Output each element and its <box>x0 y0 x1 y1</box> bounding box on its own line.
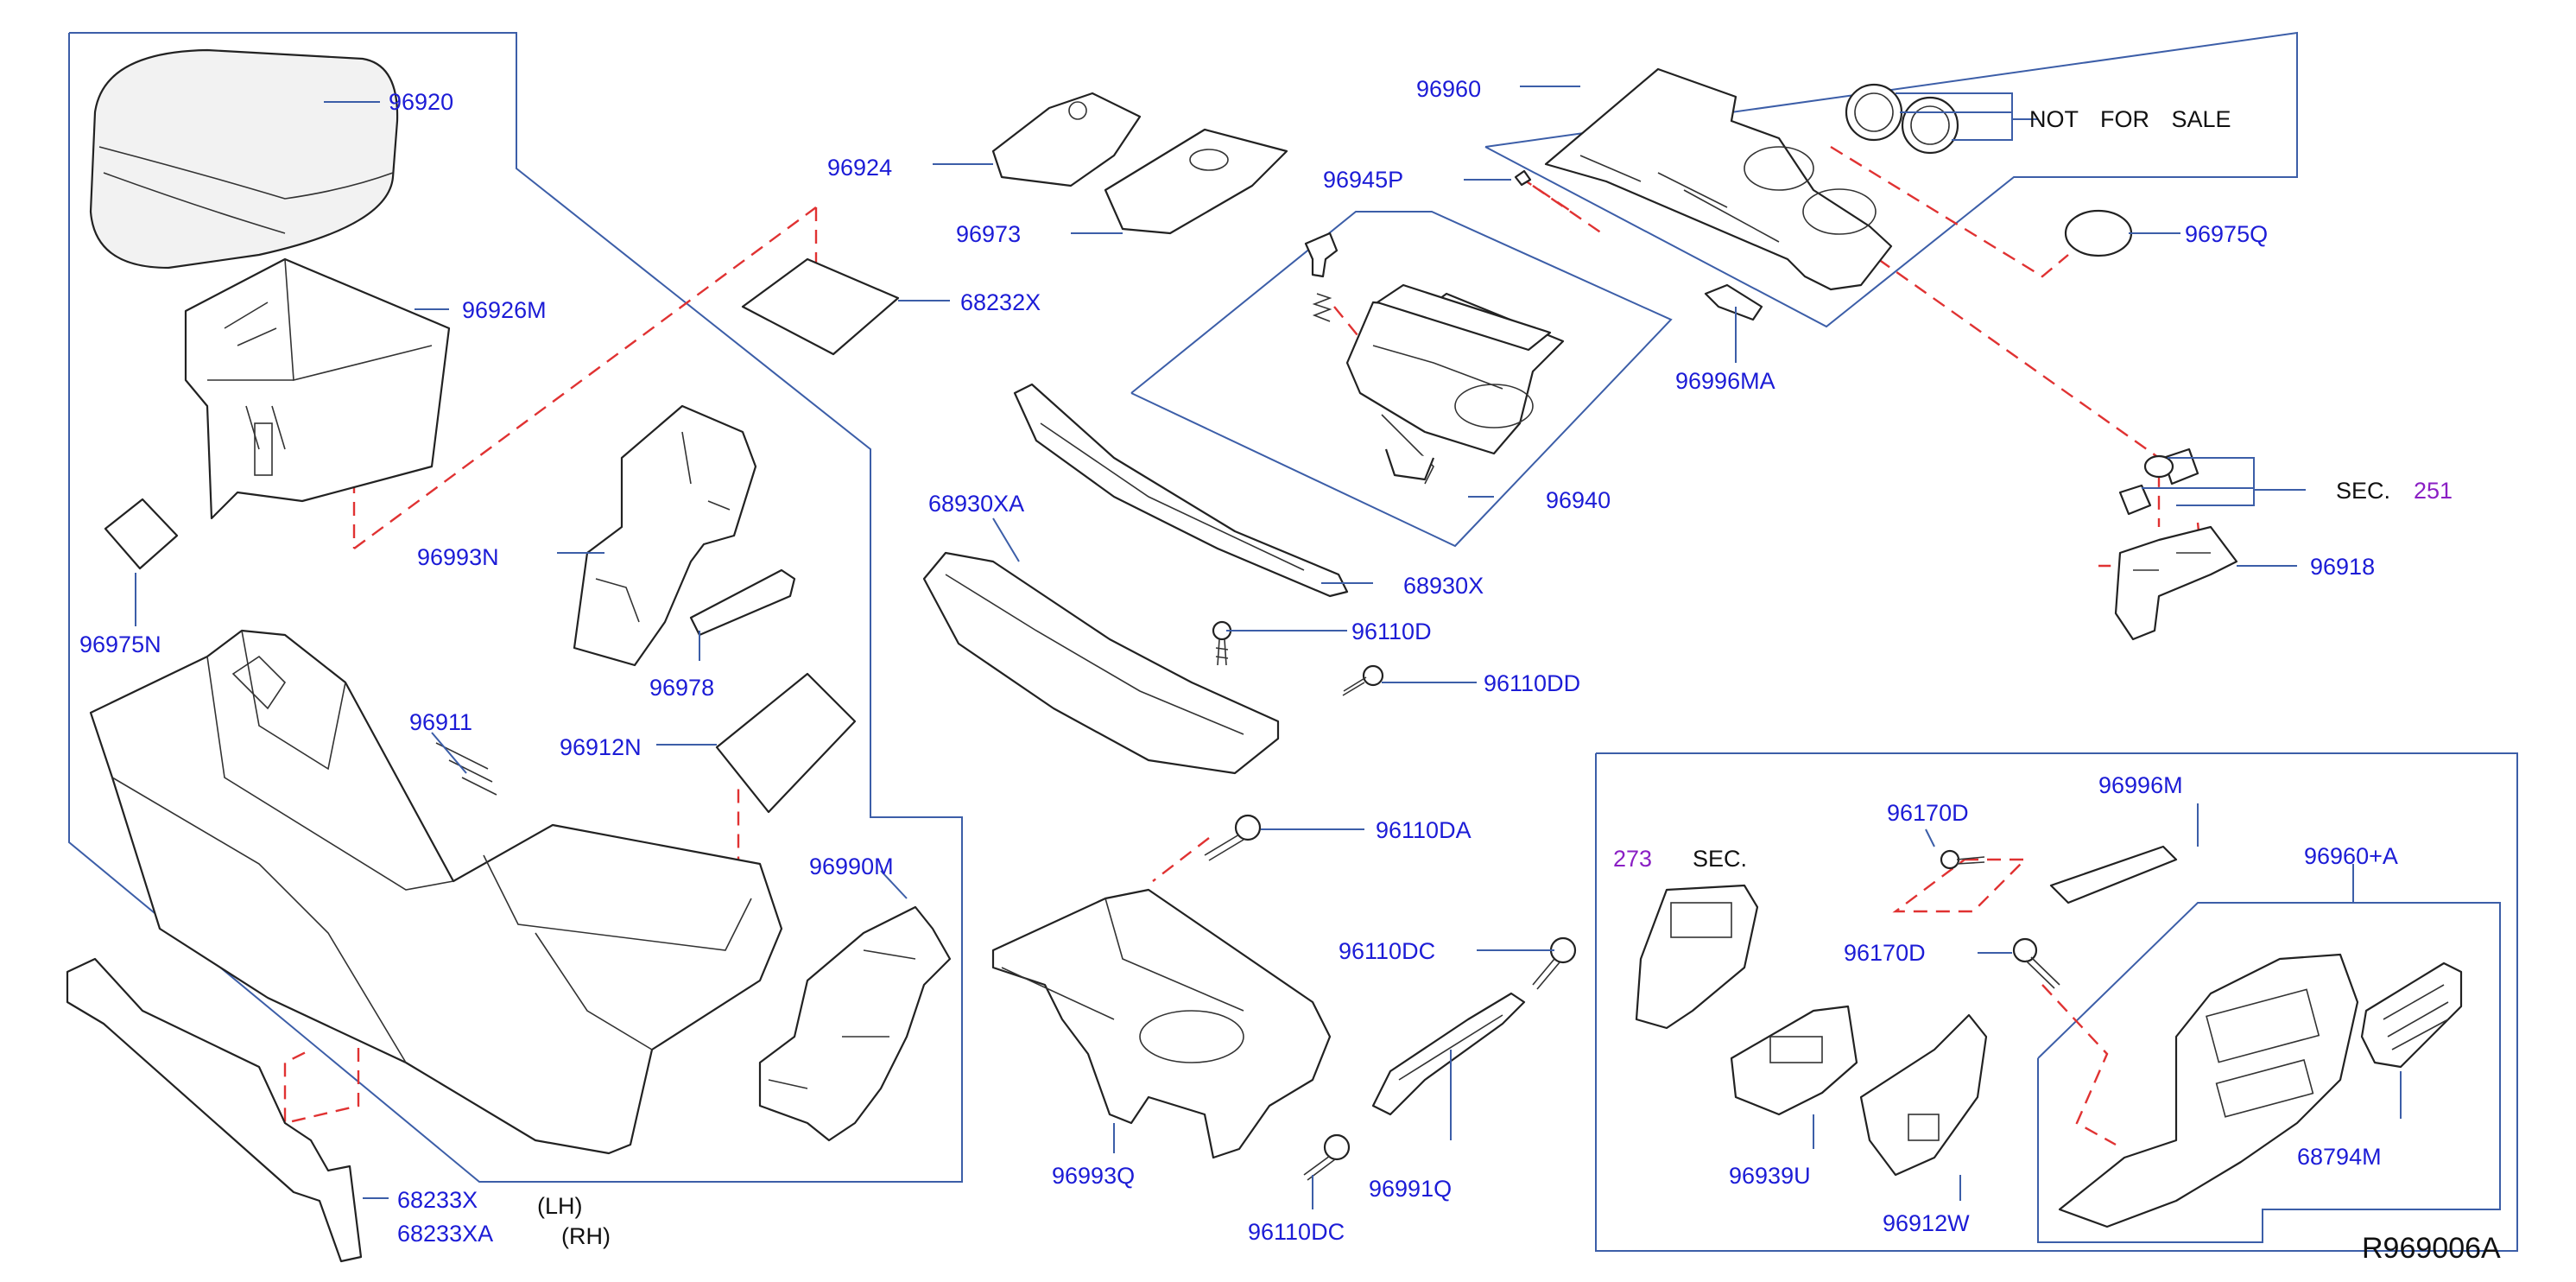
finisher-group-frame <box>1484 31 2298 328</box>
label-96975Q: 96975Q <box>2185 221 2268 247</box>
label-96110D: 96110D <box>1351 619 1432 644</box>
label-sec-251-number: 251 <box>2414 478 2453 504</box>
label-96924: 96924 <box>827 155 892 181</box>
screw-96110D <box>1212 620 1232 666</box>
bracket-96996MA <box>1704 283 1763 321</box>
label-96912N: 96912N <box>560 734 642 760</box>
label-96993N: 96993N <box>417 544 499 570</box>
cup-ring-pair <box>1845 83 1959 155</box>
cover-68233X <box>66 957 363 1263</box>
usb-unit-96939U <box>1730 1005 1858 1116</box>
pad-68232X <box>741 257 900 356</box>
rear-group-frame <box>1595 752 2518 1252</box>
pad-96912N <box>715 672 857 814</box>
label-96110DA: 96110DA <box>1376 817 1472 843</box>
label-96920: 96920 <box>389 89 453 115</box>
vent-68794M <box>2360 962 2463 1069</box>
label-96926M: 96926M <box>462 297 547 323</box>
finisher-96960 <box>1544 67 1893 291</box>
finisher-68930XA <box>922 551 1280 775</box>
label-sec-273-number: 273 <box>1613 846 1652 872</box>
label-96993Q: 96993Q <box>1052 1163 1135 1189</box>
label-68232X: 68232X <box>960 289 1041 315</box>
bracket-96990M <box>758 905 952 1142</box>
assembly-line-rear-bracket <box>1892 858 2028 913</box>
label-68930X: 68930X <box>1403 573 1484 599</box>
bolt-96170D-bottom <box>2012 937 2060 989</box>
armrest-lid-96920 <box>89 48 399 270</box>
label-96960: 96960 <box>1416 76 1481 102</box>
label-96996MA: 96996MA <box>1675 368 1775 394</box>
console-box-96926M <box>184 257 451 520</box>
bracket-96978 <box>689 568 796 637</box>
bracket-96996M <box>2049 845 2178 904</box>
assembly-line-bolt-bracket <box>1152 837 1210 882</box>
screw-96110DD <box>1342 664 1384 696</box>
duct-sec-273 <box>1635 884 1759 1030</box>
label-96940: 96940 <box>1546 487 1611 513</box>
label-96912W: 96912W <box>1883 1210 1970 1236</box>
label-96975N: 96975N <box>79 631 161 657</box>
assembly-line-cover <box>1532 185 1603 234</box>
label-96110DD: 96110DD <box>1484 670 1580 696</box>
bracket-96912W <box>1859 1013 1988 1177</box>
label-68233XA: 68233XA <box>397 1221 493 1247</box>
assembly-line-switch <box>1877 258 2161 527</box>
label-96991Q: 96991Q <box>1369 1176 1452 1202</box>
label-96973: 96973 <box>956 221 1021 247</box>
rear-vent-subframe <box>2037 902 2501 1243</box>
assembly-line-lid-to-box <box>353 206 817 549</box>
label-96110DC-bottom: 96110DC <box>1248 1219 1345 1245</box>
pad-96975N <box>104 498 179 570</box>
seal-strip <box>1376 283 1552 352</box>
label-sec-273-text: SEC. <box>1693 846 1747 872</box>
label-68233X: 68233X <box>397 1187 478 1213</box>
diagram-code: R969006A <box>2362 1232 2501 1265</box>
label-96960A: 96960+A <box>2304 843 2398 869</box>
label-sec-251-text: SEC. <box>2336 478 2390 504</box>
label-96990M: 96990M <box>809 854 894 879</box>
label-96110DC-top: 96110DC <box>1339 938 1435 964</box>
bracket-96991Q <box>1371 992 1526 1116</box>
bolt-96170D-top <box>1940 849 1985 870</box>
label-not-for-sale: NOT FOR SALE <box>2029 106 2231 132</box>
switch-assembly-96918 <box>2114 447 2238 641</box>
bracket-96924 <box>991 92 1142 187</box>
label-lh: (LH) <box>537 1193 583 1219</box>
label-96170D-bottom: 96170D <box>1844 940 1926 966</box>
spring-clip-group <box>1304 232 1339 322</box>
label-96170D-top: 96170D <box>1887 800 1969 826</box>
label-96945P: 96945P <box>1323 167 1403 193</box>
bracket-96993Q <box>991 888 1332 1159</box>
assembly-line-clip <box>1519 176 1573 213</box>
label-rh: (RH) <box>561 1223 611 1249</box>
rear-finisher-96960A <box>2058 953 2359 1228</box>
finisher-68930X <box>1013 383 1349 598</box>
label-68794M: 68794M <box>2297 1144 2382 1170</box>
bolt-96110DC-top <box>1532 936 1577 990</box>
label-96978: 96978 <box>649 675 714 701</box>
label-96996M: 96996M <box>2098 772 2183 798</box>
cap-96975Q <box>2064 209 2133 257</box>
label-96911: 96911 <box>409 709 472 735</box>
bracket-96993N <box>573 404 757 667</box>
assembly-line-cup-ring <box>1830 145 2069 278</box>
label-68930XA: 68930XA <box>928 491 1024 517</box>
assembly-line-pocket <box>283 981 360 1125</box>
bolt-96110DA <box>1204 814 1262 861</box>
tray-96973 <box>1104 128 1288 235</box>
label-96939U: 96939U <box>1729 1163 1811 1189</box>
console-group-frame <box>68 32 963 1183</box>
clip-96945P <box>1514 169 1532 187</box>
console-body-96911 <box>89 629 783 1155</box>
assembly-line-rear-bolt <box>2041 984 2117 1146</box>
bolt-96110DC-bottom <box>1303 1133 1351 1181</box>
label-96918: 96918 <box>2310 554 2375 580</box>
